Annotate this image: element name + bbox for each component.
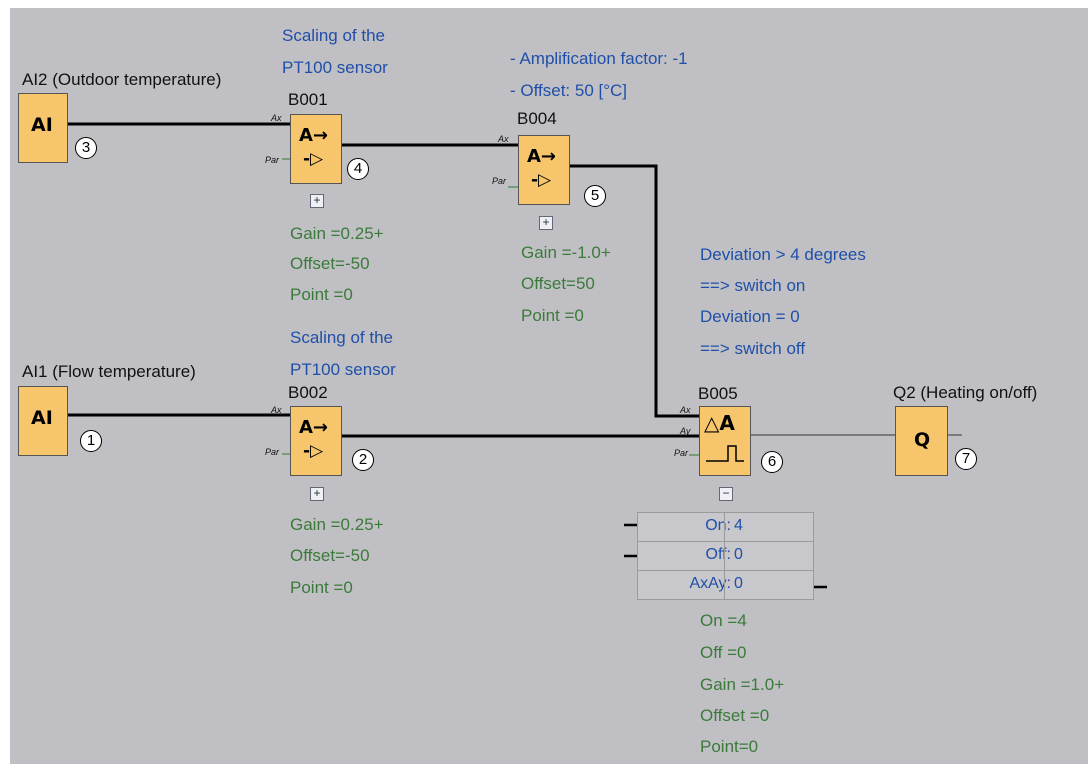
b005-param-offset: Offset =0 [700,706,770,725]
ai1-block-label: AI [31,407,53,429]
param-row-axay[interactable]: AxAy: 0 [638,571,813,599]
b005-param-off: Off =0 [700,643,747,662]
connection-wires [68,122,962,589]
amplifier-arrow-icon: A→ [299,417,329,438]
amp-note-line1: - Amplification factor: -1 [510,49,688,68]
param-value-off[interactable]: 0 [734,546,743,563]
delta-a-icon: △A [704,411,735,435]
b004-expand-button[interactable]: + [539,216,553,230]
marker-7: 7 [955,448,977,470]
b005-param-gain: Gain =1.0+ [700,675,785,694]
scaling-note-top-line1: Scaling of the [282,26,386,45]
amplifier-triangle-icon: -▷ [303,149,324,169]
b005-pin-ax: Ax [680,405,691,415]
b001-expand-button[interactable]: + [310,194,324,208]
param-key-axay: AxAy: [689,575,732,592]
b002-param-gain: Gain =0.25+ [290,515,384,534]
b004-pin-ax: Ax [498,134,509,144]
b004-pin-par: Par [492,176,507,186]
b001-pin-ax: Ax [271,113,282,123]
amplifier-arrow-icon: A→ [527,146,557,167]
b004-param-point: Point =0 [521,306,584,325]
b005-pin-ay: Ay [680,426,691,436]
b004-param-gain: Gain =-1.0+ [521,243,611,262]
b001-param-gain: Gain =0.25+ [290,224,384,243]
amp-note-line2: - Offset: 50 [°C] [510,81,628,100]
param-key-off: Off: [705,546,732,563]
param-row-on[interactable]: On: 4 [638,513,813,542]
b001-param-point: Point =0 [290,285,353,304]
b005-collapse-button[interactable]: − [719,487,733,501]
deviation-note-line3: Deviation = 0 [700,307,800,326]
amplifier-triangle-icon: -▷ [531,170,552,190]
param-value-on[interactable]: 4 [734,517,743,534]
deviation-note-line2: ==> switch on [700,276,806,295]
q2-title: Q2 (Heating on/off) [893,383,1038,402]
b005-threshold-trigger-block[interactable]: △A [699,406,751,476]
b002-param-point: Point =0 [290,578,353,597]
b004-title: B004 [517,109,557,128]
b002-param-offset: Offset=-50 [290,546,370,565]
b002-pin-par: Par [265,447,280,457]
param-key-on: On: [705,517,731,534]
param-row-off[interactable]: Off: 0 [638,542,813,571]
marker-2: 2 [352,449,374,471]
b001-param-offset: Offset=-50 [290,254,370,273]
scaling-note-bottom-line2: PT100 sensor [290,360,396,379]
amplifier-arrow-icon: A→ [299,125,329,146]
ai2-block-label: AI [31,114,53,136]
deviation-note-line1: Deviation > 4 degrees [700,245,866,264]
b005-param-point: Point=0 [700,737,759,756]
ai2-title: AI2 (Outdoor temperature) [22,70,222,89]
marker-5: 5 [584,185,606,207]
b001-analog-amplifier-block[interactable]: A→ -▷ [290,114,342,184]
wire-b004-b005 [569,164,699,418]
diagram-canvas: AI2 (Outdoor temperature) AI 3 Scaling o… [10,8,1088,764]
deviation-note-line4: ==> switch off [700,339,806,358]
b002-title: B002 [288,383,328,402]
b001-pin-par: Par [265,155,280,165]
scaling-note-top-line2: PT100 sensor [282,58,388,77]
b002-analog-amplifier-block[interactable]: A→ -▷ [290,406,342,476]
ai2-block[interactable]: AI [18,93,68,163]
marker-3: 3 [75,137,97,159]
b002-expand-button[interactable]: + [310,487,324,501]
amplifier-triangle-icon: -▷ [303,441,324,461]
b001-title: B001 [288,90,328,109]
scaling-note-bottom-line1: Scaling of the [290,328,394,347]
marker-4: 4 [347,158,369,180]
marker-6: 6 [761,451,783,473]
ai1-block[interactable]: AI [18,386,68,456]
pulse-icon [706,445,744,462]
b004-analog-amplifier-block[interactable]: A→ -▷ [518,135,570,205]
q2-block-label: Q [914,429,931,451]
b004-param-offset: Offset=50 [521,274,595,293]
ai1-title: AI1 (Flow temperature) [22,362,196,381]
q2-output-block[interactable]: Q [895,406,948,476]
b005-title: B005 [698,384,738,403]
b005-parameter-table: On: 4 Off: 0 AxAy: 0 [637,512,814,600]
b002-pin-ax: Ax [271,405,282,415]
b005-param-on: On =4 [700,611,747,630]
param-value-axay[interactable]: 0 [734,575,743,592]
b005-pin-par: Par [674,448,689,458]
marker-1: 1 [80,430,102,452]
